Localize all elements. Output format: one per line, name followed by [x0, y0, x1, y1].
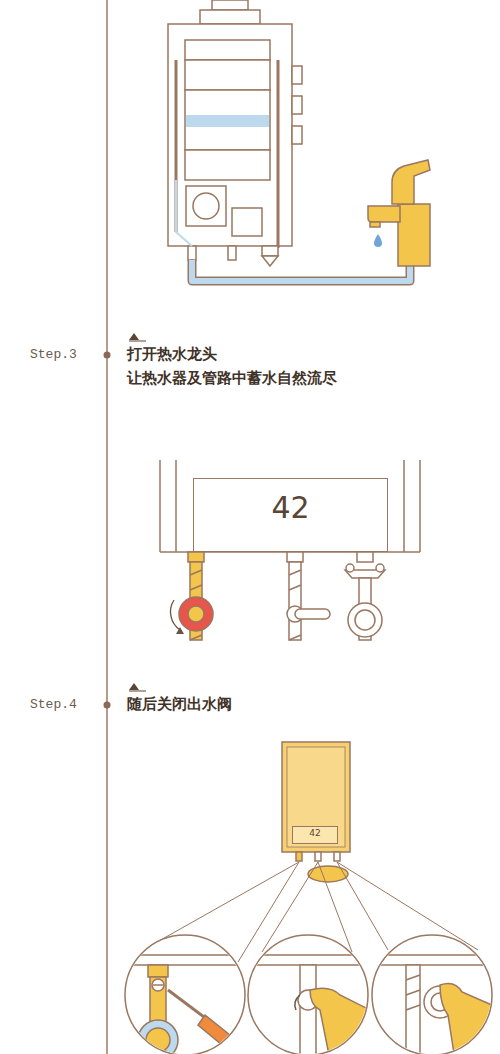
- display-panel: 42: [193, 478, 388, 552]
- detail-circle-part: [245, 955, 375, 1054]
- outlet-valve-part: [188, 552, 204, 562]
- water-heater-part: [232, 208, 262, 236]
- inlet-valve-part: [348, 603, 382, 637]
- timeline-part: [104, 352, 111, 359]
- detail-circle-part-part: [440, 984, 492, 1054]
- outlet-valve-part: [188, 606, 204, 622]
- display-screen: 42: [292, 826, 338, 844]
- heater-panel-part: [175, 460, 177, 552]
- timeline-part: [129, 341, 146, 342]
- leader-line-part: [337, 862, 388, 950]
- water-heater-part: [262, 246, 278, 256]
- leader-line-part: [337, 862, 478, 950]
- water-heater-part: [193, 193, 219, 219]
- water-heater-part: [185, 60, 270, 90]
- outlet-valve-part: [176, 627, 184, 634]
- gas-valve: [287, 552, 330, 640]
- gas-valve-part: [289, 562, 301, 640]
- detail-circle: [120, 935, 500, 1054]
- detail-circle-part-part: [138, 1020, 178, 1054]
- small-heater-part: [282, 742, 350, 852]
- detail-circle-part-part: [245, 955, 375, 965]
- timeline-part: [106, 0, 108, 1054]
- water-heater-part: [185, 40, 270, 60]
- small-heater-part: [296, 852, 302, 861]
- small-heater-part: [315, 852, 321, 861]
- heater-panel-part: [403, 460, 405, 552]
- step-text: 让热水器及管路中蓄水自然流尽: [127, 369, 337, 389]
- water-heater-part: [292, 66, 302, 84]
- inlet-valve-part: [346, 564, 354, 572]
- water-heater-part: [277, 60, 280, 248]
- display-value: 42: [194, 491, 387, 524]
- water-heater-part: [185, 90, 270, 150]
- timeline: [104, 0, 147, 1054]
- water-heater-part: [186, 186, 226, 226]
- display-value: 42: [293, 829, 337, 839]
- detail-circle-part: [120, 955, 260, 1054]
- gas-valve-part: [289, 570, 301, 640]
- inlet-valve-part: [357, 552, 373, 562]
- water-pipe: [176, 180, 410, 281]
- detail-circle-part-part: [310, 988, 370, 1054]
- water-heater-part: [228, 246, 236, 260]
- faucet-part: [370, 222, 380, 227]
- detail-circle-part-part: [198, 1015, 230, 1045]
- water-heater-part: [200, 10, 260, 24]
- step-number: Step.4: [30, 697, 77, 714]
- detail-circle-part-part: [370, 955, 500, 965]
- inlet-valve-part: [355, 610, 375, 630]
- faucet-part: [392, 160, 430, 204]
- water-pipe-part: [192, 260, 410, 281]
- gas-valve-part: [295, 609, 330, 619]
- detail-circle-part-part: [168, 990, 208, 1020]
- small-heater: [282, 742, 350, 882]
- water-heater-part: [186, 115, 269, 127]
- heater-panel-part: [159, 460, 161, 552]
- heater-panel-part: [419, 460, 421, 552]
- inlet-valve: [345, 552, 385, 640]
- outlet-valve-part: [179, 597, 213, 631]
- water-heater-part: [262, 256, 278, 266]
- step-title: 随后关闭出水阀: [127, 695, 232, 715]
- heater-panel: [160, 460, 420, 552]
- detail-circle-part: [370, 955, 500, 1054]
- detail-circle-part-part: [406, 975, 420, 1010]
- water-heater-part: [168, 24, 292, 246]
- water-pipe-part: [176, 180, 192, 246]
- small-heater-part: [287, 747, 345, 847]
- water-heater-part: [212, 0, 248, 10]
- timeline-part: [129, 333, 139, 340]
- step-number: Step.3: [30, 347, 77, 364]
- faucet-part: [368, 206, 400, 222]
- outlet-valve: [171, 552, 213, 640]
- water-pipe-part: [192, 260, 410, 281]
- detail-circle-part-part: [406, 965, 420, 1054]
- timeline-part: [104, 702, 111, 709]
- inlet-valve-part: [376, 564, 384, 572]
- timeline-part: [129, 691, 146, 692]
- faucet-part: [398, 204, 430, 266]
- water-heater-part: [292, 96, 302, 114]
- step-title: 打开热水龙头: [127, 345, 217, 365]
- detail-circle-part-part: [120, 955, 260, 965]
- faucet-part: [374, 234, 382, 247]
- detail-circle-part-part: [146, 1028, 170, 1052]
- detail-circle-part-part: [148, 965, 168, 977]
- detail-circle-part-part: [295, 995, 300, 1010]
- water-heater-part: [185, 150, 270, 180]
- timeline-part: [129, 683, 139, 690]
- water-heater-part: [188, 246, 196, 260]
- detail-circle-part-part: [153, 984, 163, 986]
- faucet: [368, 160, 430, 266]
- detail-circle-part-part: [152, 979, 164, 991]
- small-heater-part: [334, 852, 340, 861]
- water-heater-part: [292, 126, 302, 144]
- gas-valve-part: [287, 552, 303, 562]
- outlet-valve-part: [171, 600, 180, 630]
- leader-line-part: [150, 862, 299, 946]
- water-heater: [168, 0, 302, 266]
